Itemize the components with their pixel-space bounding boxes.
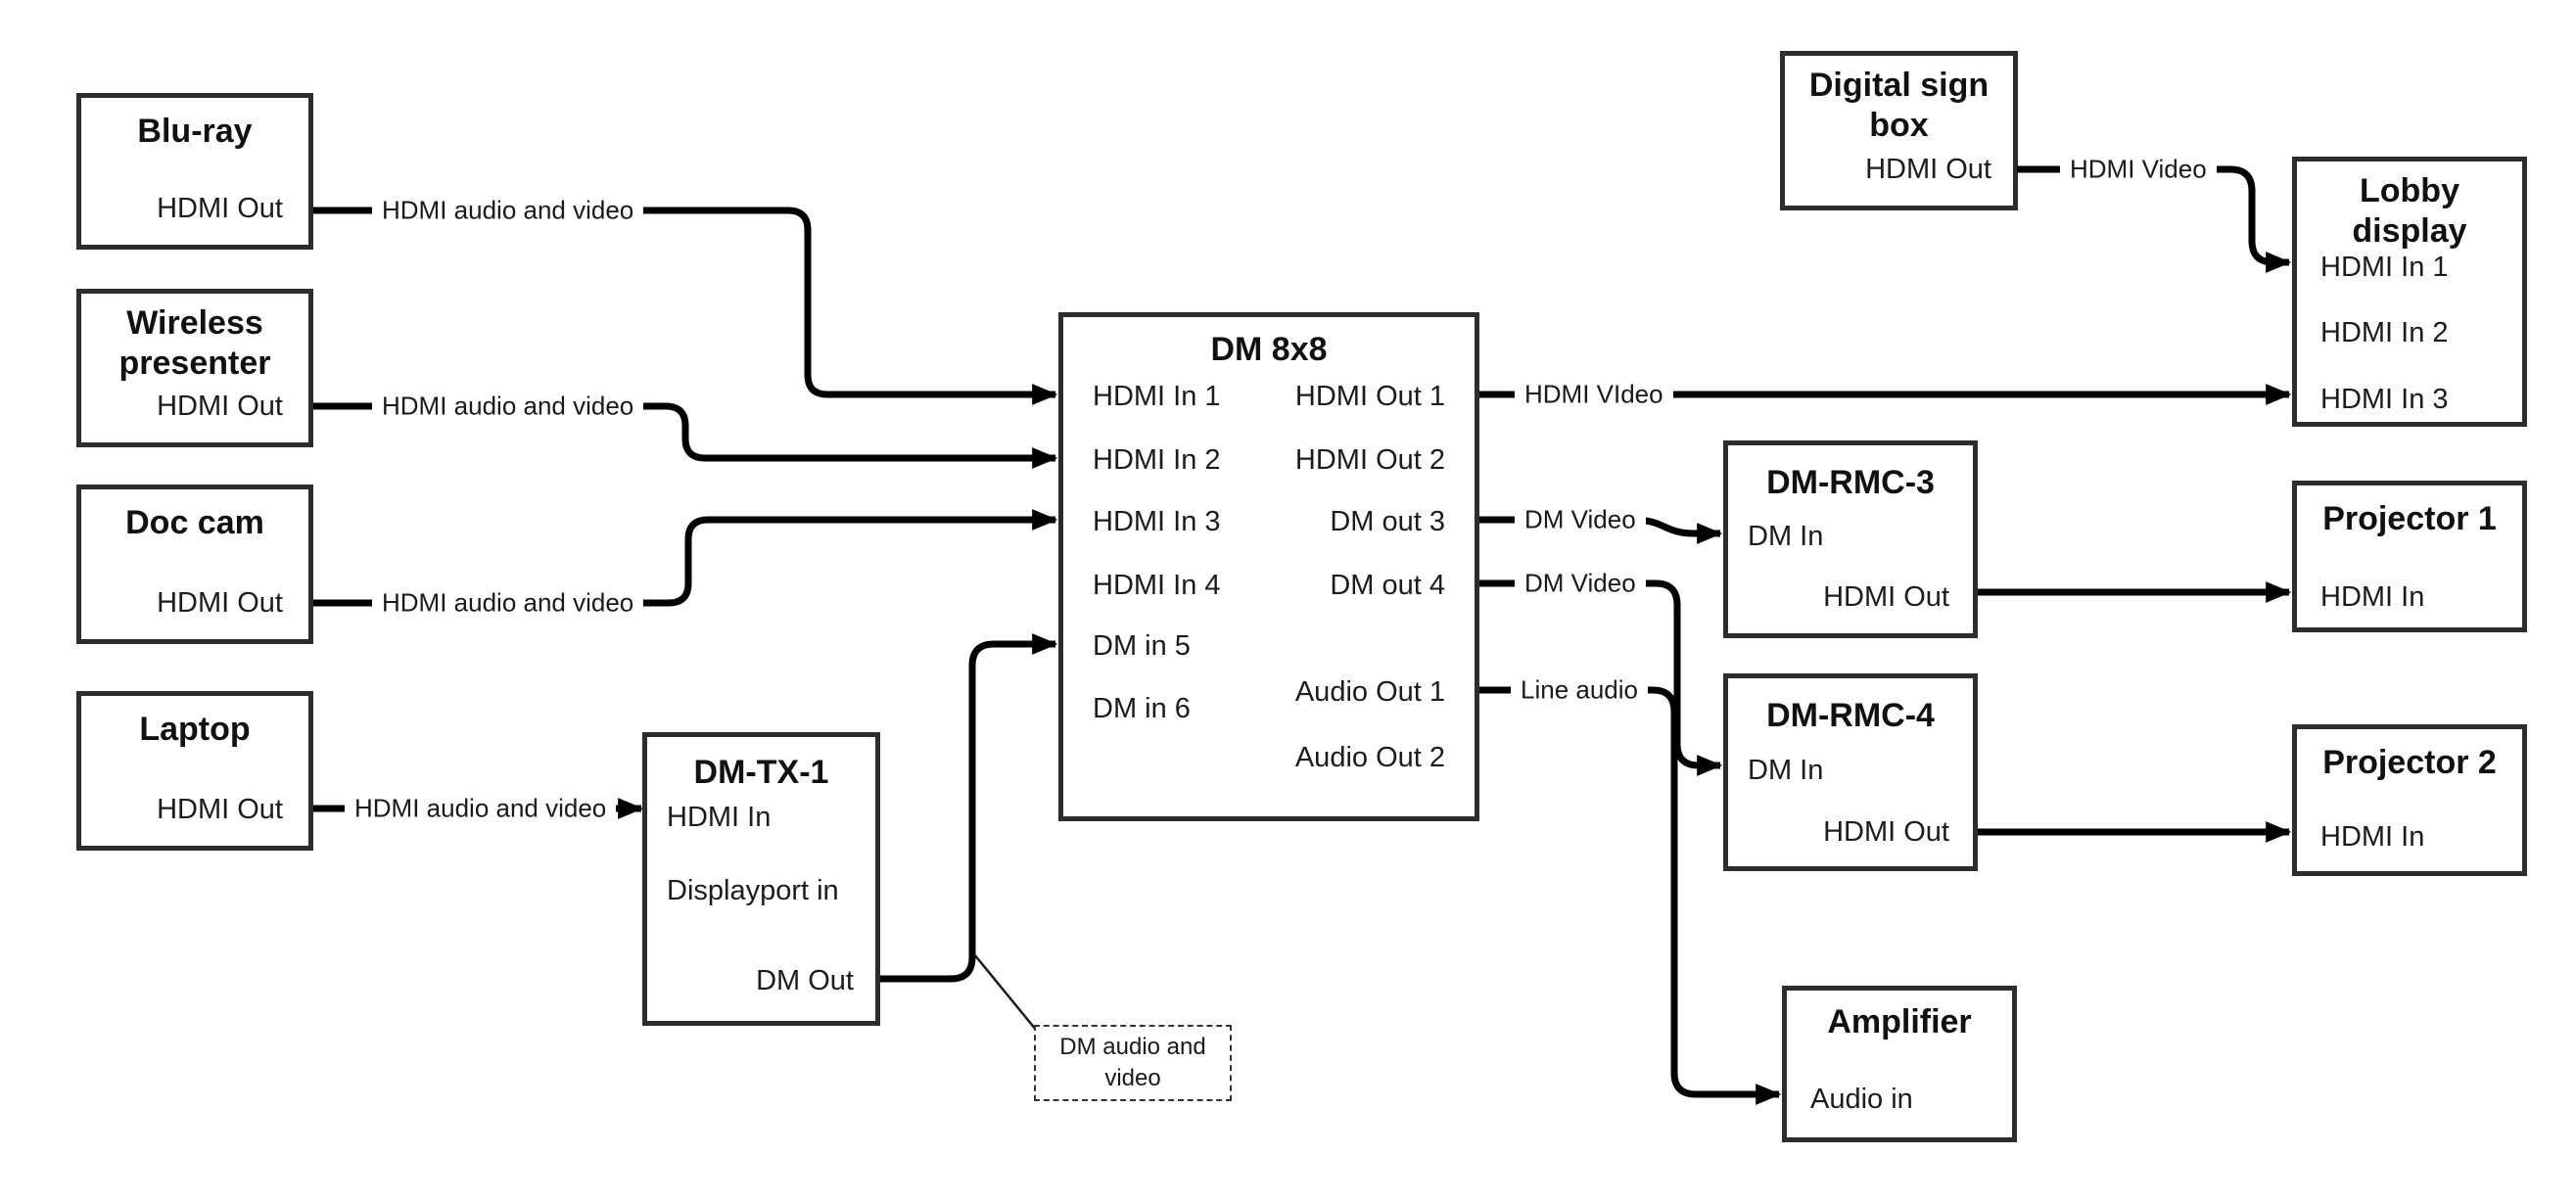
node-amplifier: Amplifier Audio in	[1782, 986, 2017, 1142]
port-dmrmc4-dm-in: DM In	[1748, 755, 1824, 786]
port-dmrmc3-hdmi-out: HDMI Out	[1823, 581, 1949, 613]
port-bluray-hdmi-out: HDMI Out	[157, 193, 283, 224]
node-bluray-title: Blu-ray	[137, 113, 253, 150]
port-laptop-hdmi-out: HDMI Out	[157, 794, 283, 825]
node-wireless-presenter-title: Wireless presenter	[118, 304, 271, 382]
note-dm-audio-and-video-text: DM audio and video	[1059, 1034, 1206, 1091]
wire-dmtx1-to-dm8x8	[880, 633, 1058, 983]
port-dm8x8-dm-in-5: DM in 5	[1093, 630, 1191, 662]
node-digital-sign-box: Digital sign box HDMI Out	[1780, 51, 2018, 210]
wire-label-bluray: HDMI audio and video	[372, 193, 644, 228]
wire-label-doccam: HDMI audio and video	[372, 585, 644, 621]
node-projector-1: Projector 1 HDMI In	[2292, 481, 2527, 632]
port-dm8x8-dm-out-4: DM out 4	[1330, 570, 1445, 601]
port-projector1-hdmi-in: HDMI In	[2320, 581, 2425, 613]
node-lobby-display-title: Lobby display	[2352, 172, 2467, 250]
note-callout-line	[973, 953, 1037, 1031]
port-dm8x8-audio-out-2: Audio Out 2	[1294, 742, 1445, 773]
node-laptop: Laptop HDMI Out	[76, 691, 313, 851]
node-digital-sign-box-title: Digital sign box	[1808, 67, 1990, 144]
node-laptop-title: Laptop	[139, 711, 251, 748]
port-dmtx1-hdmi-in: HDMI In	[667, 802, 772, 833]
node-lobby-display: Lobby display HDMI In 1 HDMI In 2 HDMI I…	[2292, 157, 2527, 427]
node-dm-rmc-4-title: DM-RMC-4	[1766, 697, 1935, 734]
node-dm-rmc-3-title: DM-RMC-3	[1766, 464, 1935, 501]
wire-label-dm-video-3: DM Video	[1515, 502, 1646, 537]
port-lobby-hdmi-in-3: HDMI In 3	[2320, 384, 2449, 415]
wire-bluray-to-dm8x8	[313, 207, 1058, 405]
port-dm8x8-dm-in-6: DM in 6	[1093, 693, 1191, 724]
node-dm-tx-1-title: DM-TX-1	[693, 754, 829, 791]
port-dm8x8-hdmi-in-4: HDMI In 4	[1093, 570, 1221, 601]
wire-label-laptop: HDMI audio and video	[345, 791, 617, 826]
port-digital-sign-hdmi-out: HDMI Out	[1865, 154, 1991, 185]
port-dmtx1-dm-out: DM Out	[756, 965, 854, 996]
wire-label-hdmi-video-sign: HDMI Video	[2060, 152, 2217, 187]
wire-label-line-audio: Line audio	[1511, 672, 1648, 708]
port-dm8x8-hdmi-in-1: HDMI In 1	[1093, 381, 1221, 412]
node-doc-cam-title: Doc cam	[125, 504, 264, 541]
wire-label-wireless: HDMI audio and video	[372, 389, 644, 424]
port-projector2-hdmi-in: HDMI In	[2320, 821, 2425, 853]
port-dmtx1-displayport-in: Displayport in	[667, 875, 839, 906]
port-doccam-hdmi-out: HDMI Out	[157, 587, 283, 619]
node-wireless-presenter: Wireless presenter HDMI Out	[76, 289, 313, 447]
node-dm-tx-1: DM-TX-1 HDMI In Displayport in DM Out	[642, 732, 880, 1026]
port-amplifier-audio-in: Audio in	[1810, 1084, 1913, 1115]
port-dm8x8-hdmi-out-1: HDMI Out 1	[1294, 381, 1445, 412]
port-dm8x8-audio-out-1: Audio Out 1	[1294, 676, 1445, 708]
port-dm8x8-hdmi-in-3: HDMI In 3	[1093, 506, 1221, 537]
node-projector-1-title: Projector 1	[2322, 500, 2497, 537]
wire-label-dm-video-4: DM Video	[1515, 566, 1646, 601]
note-dm-audio-and-video: DM audio and video	[1034, 1025, 1232, 1101]
port-dm8x8-hdmi-out-2: HDMI Out 2	[1294, 444, 1445, 476]
node-doc-cam: Doc cam HDMI Out	[76, 485, 313, 644]
node-projector-2-title: Projector 2	[2322, 744, 2497, 781]
node-bluray: Blu-ray HDMI Out	[76, 93, 313, 250]
port-wireless-hdmi-out: HDMI Out	[157, 391, 283, 422]
port-dmrmc4-hdmi-out: HDMI Out	[1823, 816, 1949, 848]
node-dm-rmc-3: DM-RMC-3 DM In HDMI Out	[1723, 440, 1978, 638]
port-lobby-hdmi-in-2: HDMI In 2	[2320, 317, 2449, 348]
node-dm-8x8: DM 8x8 HDMI In 1 HDMI In 2 HDMI In 3 HDM…	[1058, 312, 1479, 821]
port-dm8x8-hdmi-in-2: HDMI In 2	[1093, 444, 1221, 476]
node-dm-8x8-title: DM 8x8	[1210, 331, 1328, 368]
node-projector-2: Projector 2 HDMI In	[2292, 724, 2527, 876]
node-dm-rmc-4: DM-RMC-4 DM In HDMI Out	[1723, 673, 1978, 871]
port-dm8x8-dm-out-3: DM out 3	[1330, 506, 1445, 537]
port-dmrmc3-dm-in: DM In	[1748, 521, 1824, 552]
wire-label-hdmi-video-out1: HDMI VIdeo	[1515, 377, 1673, 412]
node-amplifier-title: Amplifier	[1827, 1003, 1972, 1040]
port-lobby-hdmi-in-1: HDMI In 1	[2320, 252, 2449, 283]
